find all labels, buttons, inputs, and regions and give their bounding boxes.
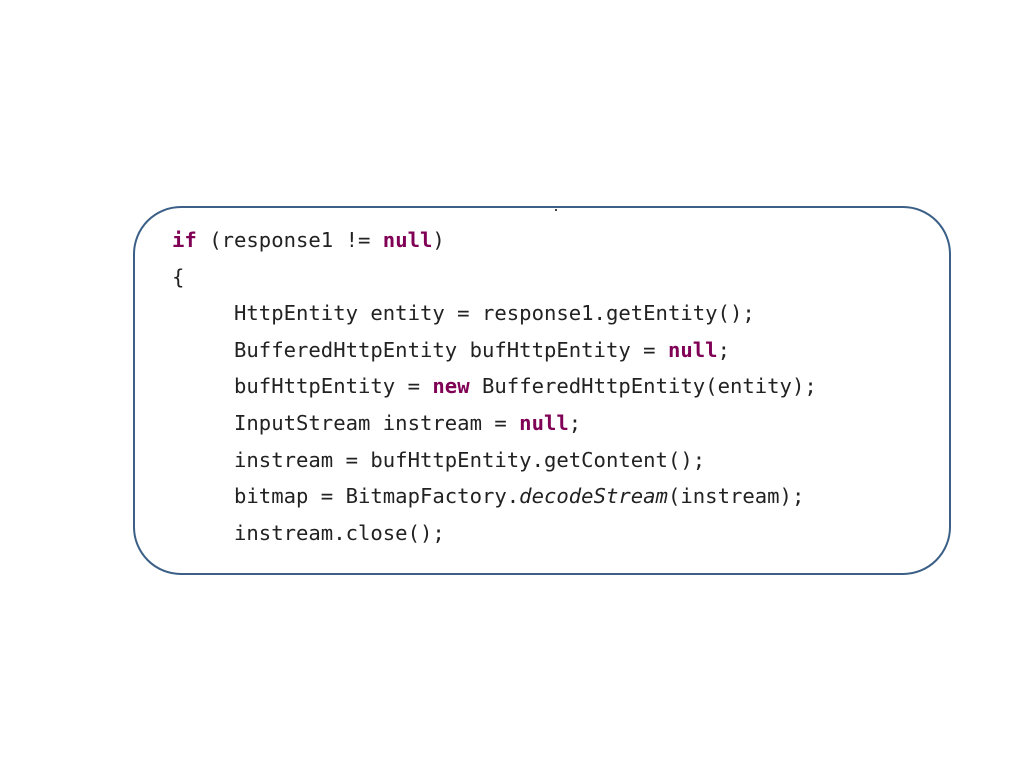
code-token: (response1 != bbox=[196, 228, 383, 252]
keyword-token: null bbox=[382, 228, 433, 252]
code-token: ) bbox=[432, 228, 445, 252]
keyword-token: new bbox=[432, 374, 470, 399]
code-token: ; bbox=[717, 337, 730, 362]
code-line: instream = bufHttpEntity.getContent(); bbox=[172, 442, 817, 479]
code-line: bitmap = BitmapFactory.decodeStream(inst… bbox=[172, 478, 817, 515]
code-token: HttpEntity entity = response1.getEntity(… bbox=[234, 301, 755, 326]
code-line: HttpEntity entity = response1.getEntity(… bbox=[172, 295, 817, 332]
method-token: decodeStream bbox=[519, 484, 668, 509]
code-line: bufHttpEntity = new BufferedHttpEntity(e… bbox=[172, 368, 817, 405]
code-token: { bbox=[172, 264, 185, 289]
code-line: instream.close(); bbox=[172, 515, 817, 552]
code-token: ; bbox=[568, 410, 582, 435]
code-token: (instream); bbox=[667, 484, 805, 509]
stray-dot bbox=[555, 209, 557, 211]
code-line: BufferedHttpEntity bufHttpEntity = null; bbox=[172, 332, 817, 369]
code-token: instream.close(); bbox=[234, 520, 445, 545]
code-block: if (response1 != null) { HttpEntity entity… bbox=[172, 222, 817, 551]
code-token: bufHttpEntity = bbox=[234, 374, 433, 399]
code-line: { bbox=[172, 259, 817, 296]
code-token: bitmap = BitmapFactory. bbox=[234, 484, 520, 509]
code-token: instream = bufHttpEntity.getContent(); bbox=[234, 447, 706, 472]
code-line: if (response1 != null) bbox=[172, 222, 817, 259]
keyword-token: null bbox=[667, 337, 718, 362]
keyword-token: if bbox=[172, 228, 197, 252]
keyword-token: null bbox=[519, 410, 569, 435]
code-token: BufferedHttpEntity bufHttpEntity = bbox=[234, 337, 668, 362]
code-line: InputStream instream = null; bbox=[172, 405, 817, 442]
code-token: BufferedHttpEntity(entity); bbox=[469, 374, 817, 399]
code-box bbox=[133, 206, 951, 575]
code-token: InputStream instream = bbox=[234, 410, 520, 435]
